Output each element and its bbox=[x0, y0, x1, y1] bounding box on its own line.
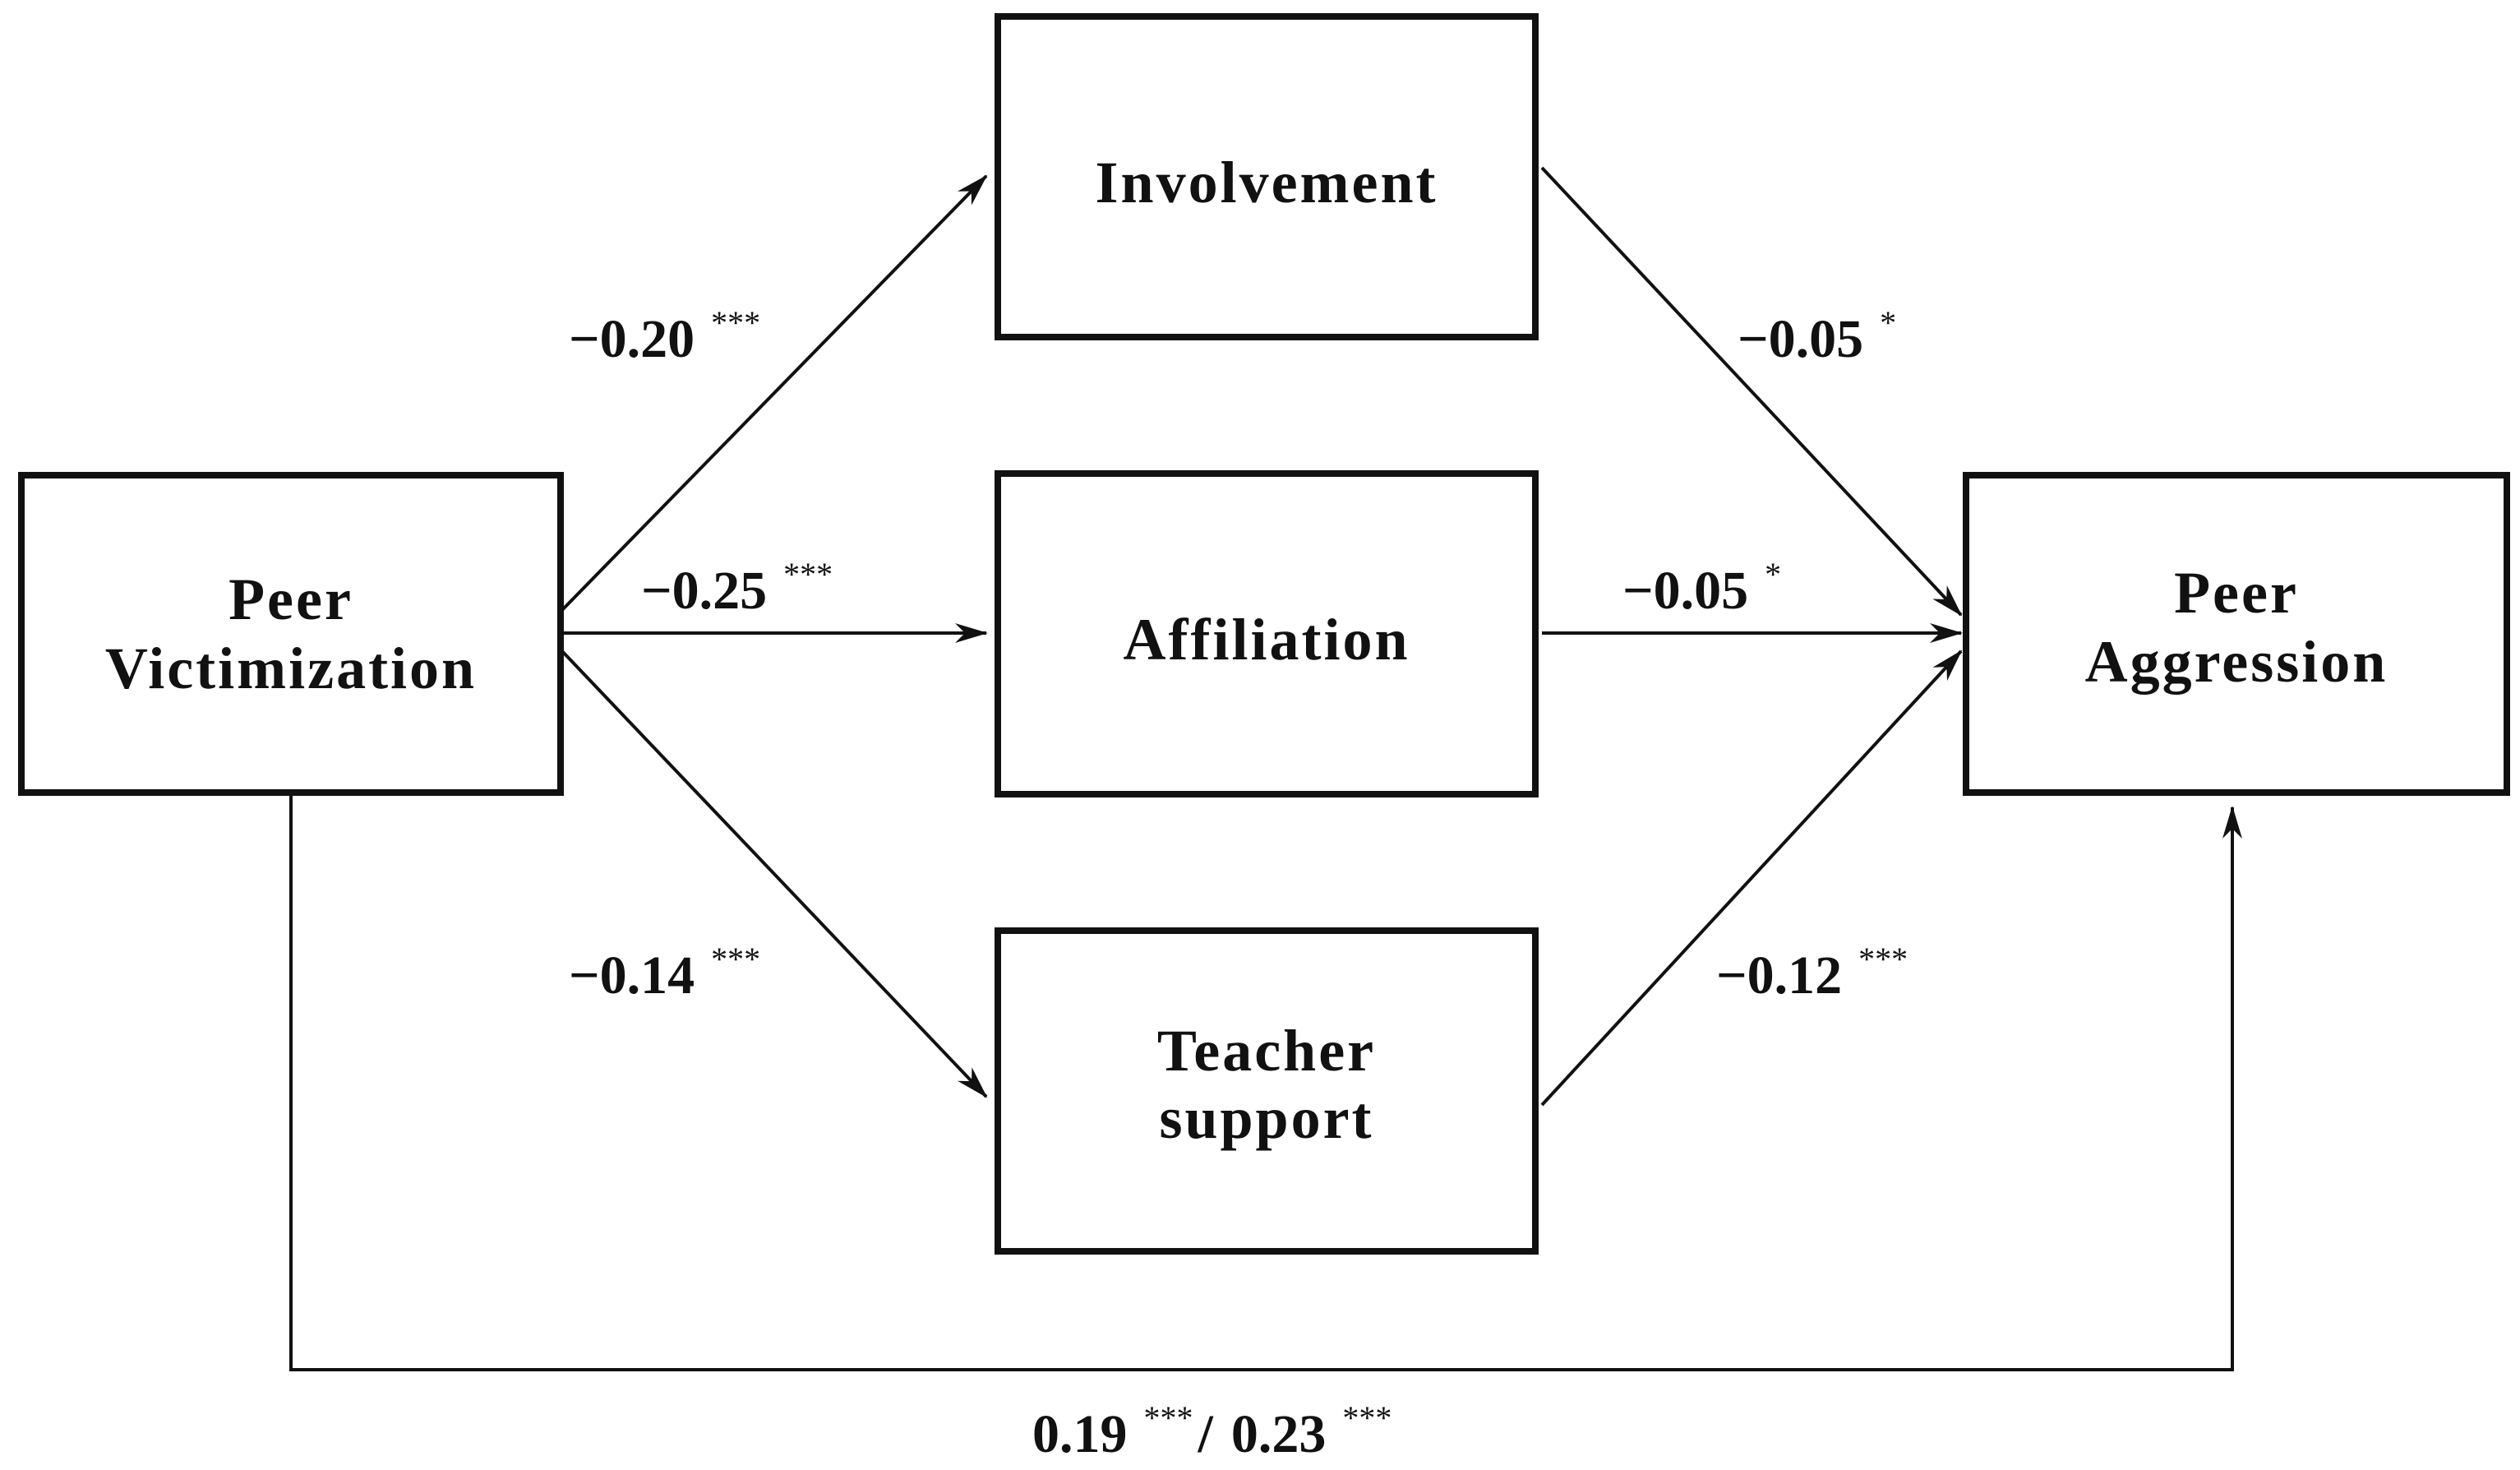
coefficient-total: 0.19 bbox=[1032, 1404, 1128, 1464]
node-peer-victimization: Peer Victimization bbox=[18, 472, 564, 796]
edge-involvement-to-aggression bbox=[1540, 166, 1963, 617]
significance-stars: * bbox=[1765, 556, 1781, 593]
node-label: Involvement bbox=[1096, 150, 1438, 215]
node-involvement: Involvement bbox=[995, 13, 1539, 340]
significance-stars: *** bbox=[711, 304, 760, 341]
coef-label-affiliation-aggression: −0.05 * bbox=[1622, 556, 1781, 621]
coefficient: −0.20 bbox=[569, 309, 695, 369]
node-box bbox=[1963, 472, 2510, 796]
coefficient: −0.25 bbox=[641, 561, 767, 621]
coef-label-victimization-involvement: −0.20 *** bbox=[569, 304, 760, 369]
node-affiliation: Affiliation bbox=[995, 470, 1539, 797]
significance-stars: *** bbox=[1144, 1399, 1193, 1436]
node-label: Peer bbox=[228, 566, 353, 632]
coefficient: −0.14 bbox=[569, 945, 695, 1005]
node-label: Affiliation bbox=[1124, 607, 1410, 673]
separator: / bbox=[1198, 1404, 1215, 1464]
coef-label-victimization-teacher-support: −0.14 *** bbox=[569, 941, 760, 1005]
node-box bbox=[995, 470, 1539, 797]
significance-stars: * bbox=[1880, 304, 1896, 341]
coef-label-involvement-aggression: −0.05 * bbox=[1738, 304, 1896, 369]
node-box bbox=[18, 472, 564, 796]
coef-label-direct-effect: 0.19 *** / 0.23 *** bbox=[1032, 1399, 1392, 1464]
node-peer-aggression: Peer Aggression bbox=[1963, 472, 2510, 796]
coefficient-direct: 0.23 bbox=[1231, 1404, 1327, 1464]
node-box bbox=[995, 13, 1539, 340]
significance-stars: *** bbox=[711, 941, 760, 978]
edge-direct-victimization-to-aggression bbox=[289, 794, 2242, 1371]
significance-stars: *** bbox=[1858, 941, 1908, 978]
coef-label-victimization-affiliation: −0.25 *** bbox=[641, 556, 833, 621]
node-teacher-support: Teacher support bbox=[995, 927, 1539, 1255]
significance-stars: *** bbox=[783, 556, 833, 593]
node-label: Peer bbox=[2174, 560, 2299, 626]
edge-teacher-support-to-aggression bbox=[1540, 649, 1963, 1107]
coef-label-teacher-support-aggression: −0.12 *** bbox=[1716, 941, 1908, 1005]
edge-victimization-to-involvement bbox=[559, 174, 988, 613]
node-label: Teacher bbox=[1157, 1018, 1376, 1084]
coefficient: −0.05 bbox=[1622, 561, 1748, 621]
coefficient: −0.05 bbox=[1738, 309, 1863, 369]
coefficient: −0.12 bbox=[1716, 945, 1842, 1005]
node-label: support bbox=[1159, 1085, 1373, 1151]
node-label: Aggression bbox=[2085, 629, 2388, 695]
node-box bbox=[995, 927, 1539, 1255]
edge-victimization-to-teacher-support bbox=[559, 648, 988, 1098]
node-label: Victimization bbox=[105, 636, 477, 701]
significance-stars: *** bbox=[1342, 1399, 1392, 1436]
